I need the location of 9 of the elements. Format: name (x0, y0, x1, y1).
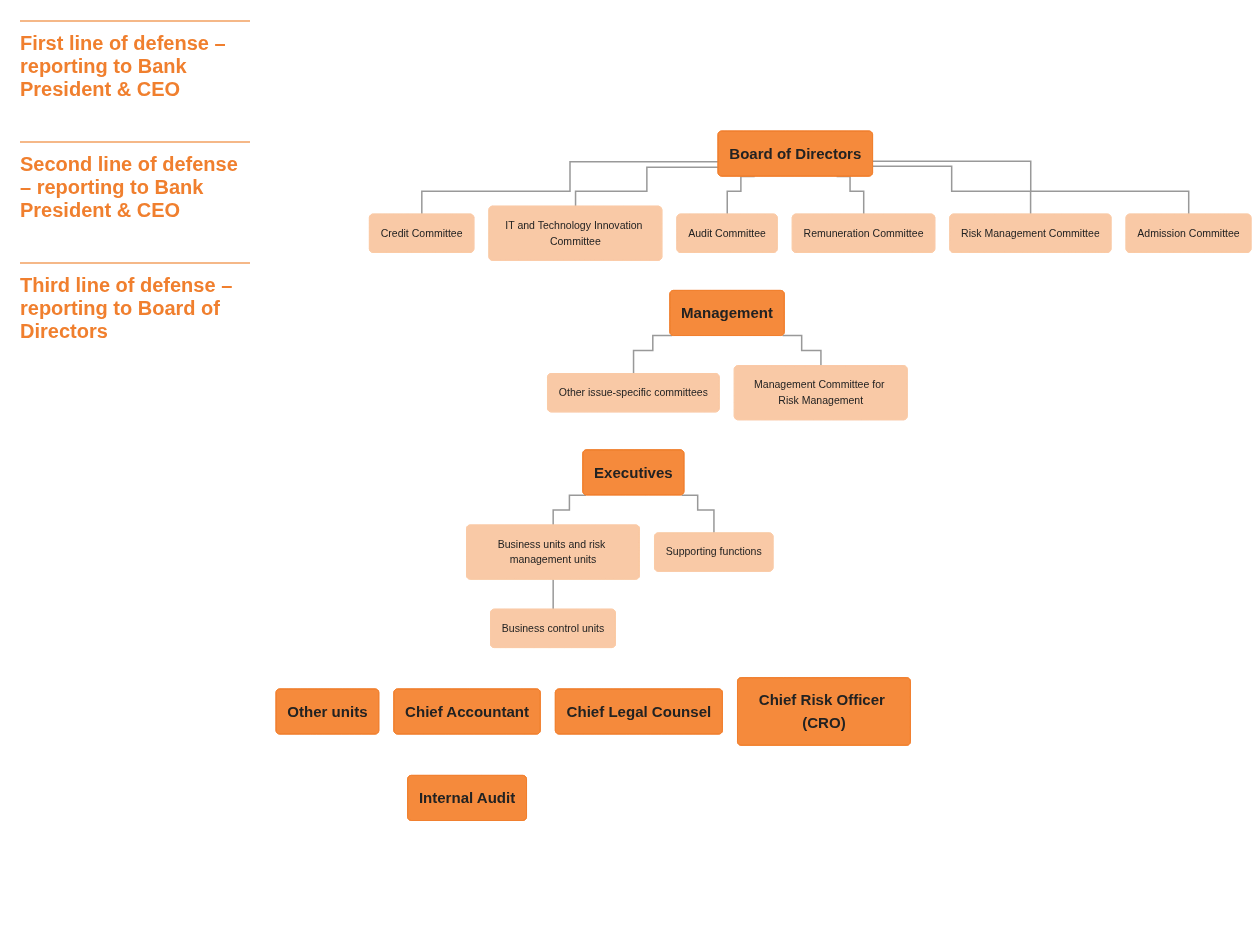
connector (781, 334, 822, 367)
connector (680, 494, 715, 534)
connector (872, 160, 1190, 215)
section-heading: Second line of defense – reporting to Bank President & CEO (20, 141, 250, 222)
section-heading: First line of defense – reporting to Bank President & CEO (20, 20, 250, 101)
connector (632, 334, 673, 375)
connector (552, 494, 587, 526)
connector (872, 165, 1032, 215)
section-heading: Third line of defense – reporting to Board of Directors (20, 262, 250, 343)
